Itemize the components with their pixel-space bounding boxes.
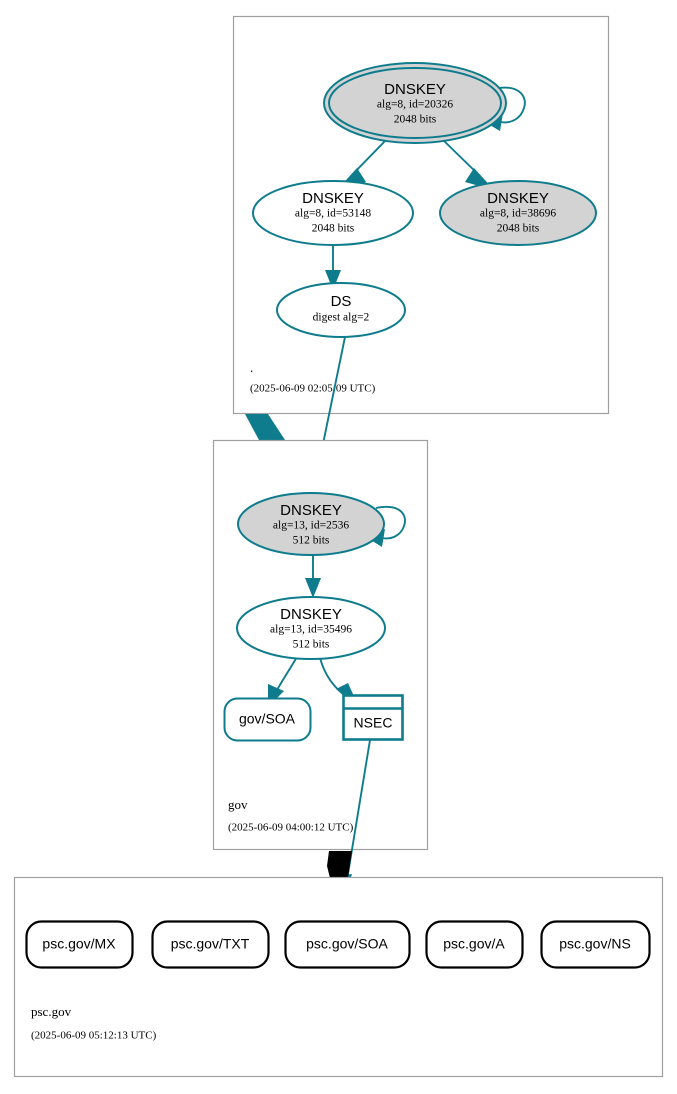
- rrset-psc-gov-txt-label: psc.gov/TXT: [171, 936, 250, 952]
- rrset-psc-gov-a-box: [425, 920, 524, 969]
- zone-cluster-root: DNSKEY alg=8, id=20326 2048 bits DNSKEY …: [232, 15, 610, 415]
- node-dnskey-2536-ellipse: [237, 492, 385, 556]
- rrset-psc-gov-ns-label: psc.gov/NS: [559, 936, 631, 952]
- node-rrset-gov-soa-label: gov/SOA: [239, 711, 296, 727]
- rrset-psc-gov-soa-box: [284, 920, 411, 969]
- zone-box-pscgov: [13, 876, 664, 1078]
- node-dnskey-53148-line3: 2048 bits: [312, 223, 355, 235]
- node-dnskey-53148[interactable]: DNSKEY alg=8, id=53148 2048 bits: [252, 180, 414, 246]
- node-dnskey-35496-line2: alg=13, id=35496: [270, 624, 352, 636]
- rrset-psc-gov-mx-box: [25, 920, 134, 969]
- node-nsec-gov-box: [342, 694, 404, 741]
- node-dnskey-20326[interactable]: DNSKEY alg=8, id=20326 2048 bits: [323, 62, 507, 144]
- edge-ksk-to-zsk-gov: [305, 555, 321, 598]
- rrset-psc-gov-a-label: psc.gov/A: [443, 936, 505, 952]
- rrset-psc-gov-txt[interactable]: psc.gov/TXT: [151, 920, 270, 969]
- node-dnskey-35496-line3: 512 bits: [293, 639, 330, 651]
- node-dnskey-2536-line2: alg=13, id=2536: [273, 520, 349, 532]
- node-dnskey-53148-ellipse: [252, 180, 414, 246]
- node-ds-title: DS: [331, 293, 352, 310]
- rrset-psc-gov-a[interactable]: psc.gov/A: [425, 920, 524, 969]
- edge-zsk-to-ds-root: [325, 244, 341, 290]
- rrset-psc-gov-ns-box: [540, 920, 651, 969]
- node-dnskey-20326-outer: [323, 62, 507, 144]
- zone-cluster-gov: DNSKEY alg=13, id=2536 512 bits DNSKEY a…: [212, 439, 429, 851]
- node-dnskey-35496-title: DNSKEY: [280, 606, 342, 623]
- zone-timestamp-pscgov: (2025-06-09 05:12:13 UTC): [31, 1030, 157, 1042]
- node-dnskey-38696-ellipse: [439, 180, 597, 246]
- node-dnskey-38696-line3: 2048 bits: [497, 223, 540, 235]
- node-rrset-gov-soa[interactable]: gov/SOA: [223, 697, 312, 742]
- node-dnskey-53148-line2: alg=8, id=53148: [295, 208, 371, 220]
- zone-cluster-pscgov: psc.gov/MX psc.gov/TXT psc.gov/SOA psc.g…: [13, 876, 664, 1078]
- delegation-arrow-gov-to-pscgov: [327, 851, 352, 884]
- node-dnskey-2536-line3: 512 bits: [293, 535, 330, 547]
- rrset-psc-gov-ns[interactable]: psc.gov/NS: [540, 920, 651, 969]
- rrset-psc-gov-mx-label: psc.gov/MX: [42, 936, 116, 952]
- zone-label-root: .: [250, 360, 253, 375]
- node-dnskey-2536[interactable]: DNSKEY alg=13, id=2536 512 bits: [237, 492, 385, 556]
- node-dnskey-20326-line2: alg=8, id=20326: [377, 99, 453, 111]
- node-ds-ellipse: [276, 282, 406, 338]
- rrset-psc-gov-txt-box: [151, 920, 270, 969]
- zone-label-pscgov: psc.gov: [31, 1004, 72, 1019]
- zone-timestamp-gov: (2025-06-09 04:00:12 UTC): [228, 822, 354, 834]
- node-dnskey-35496[interactable]: DNSKEY alg=13, id=35496 512 bits: [236, 596, 386, 660]
- node-dnskey-38696[interactable]: DNSKEY alg=8, id=38696 2048 bits: [439, 180, 597, 246]
- node-dnskey-2536-title: DNSKEY: [280, 502, 342, 519]
- node-dnskey-20326-title: DNSKEY: [384, 81, 446, 98]
- rrset-psc-gov-soa-label: psc.gov/SOA: [306, 936, 388, 952]
- rrset-psc-gov-mx[interactable]: psc.gov/MX: [25, 920, 134, 969]
- node-dnskey-53148-title: DNSKEY: [302, 190, 364, 207]
- node-ds-root[interactable]: DS digest alg=2: [276, 282, 406, 338]
- node-dnskey-35496-ellipse: [236, 596, 386, 660]
- node-dnskey-38696-title: DNSKEY: [487, 190, 549, 207]
- zone-label-gov: gov: [228, 797, 248, 812]
- node-nsec-gov[interactable]: NSEC: [342, 694, 404, 741]
- zone-timestamp-root: (2025-06-09 02:05:09 UTC): [250, 383, 376, 395]
- node-dnskey-38696-line2: alg=8, id=38696: [480, 208, 556, 220]
- node-dnskey-20326-inner: [328, 67, 502, 139]
- node-dnskey-20326-line3: 2048 bits: [394, 114, 437, 126]
- node-rrset-gov-soa-box: [223, 697, 312, 742]
- rrset-psc-gov-soa[interactable]: psc.gov/SOA: [284, 920, 411, 969]
- node-ds-line2: digest alg=2: [313, 312, 370, 324]
- node-nsec-gov-label: NSEC: [354, 715, 393, 731]
